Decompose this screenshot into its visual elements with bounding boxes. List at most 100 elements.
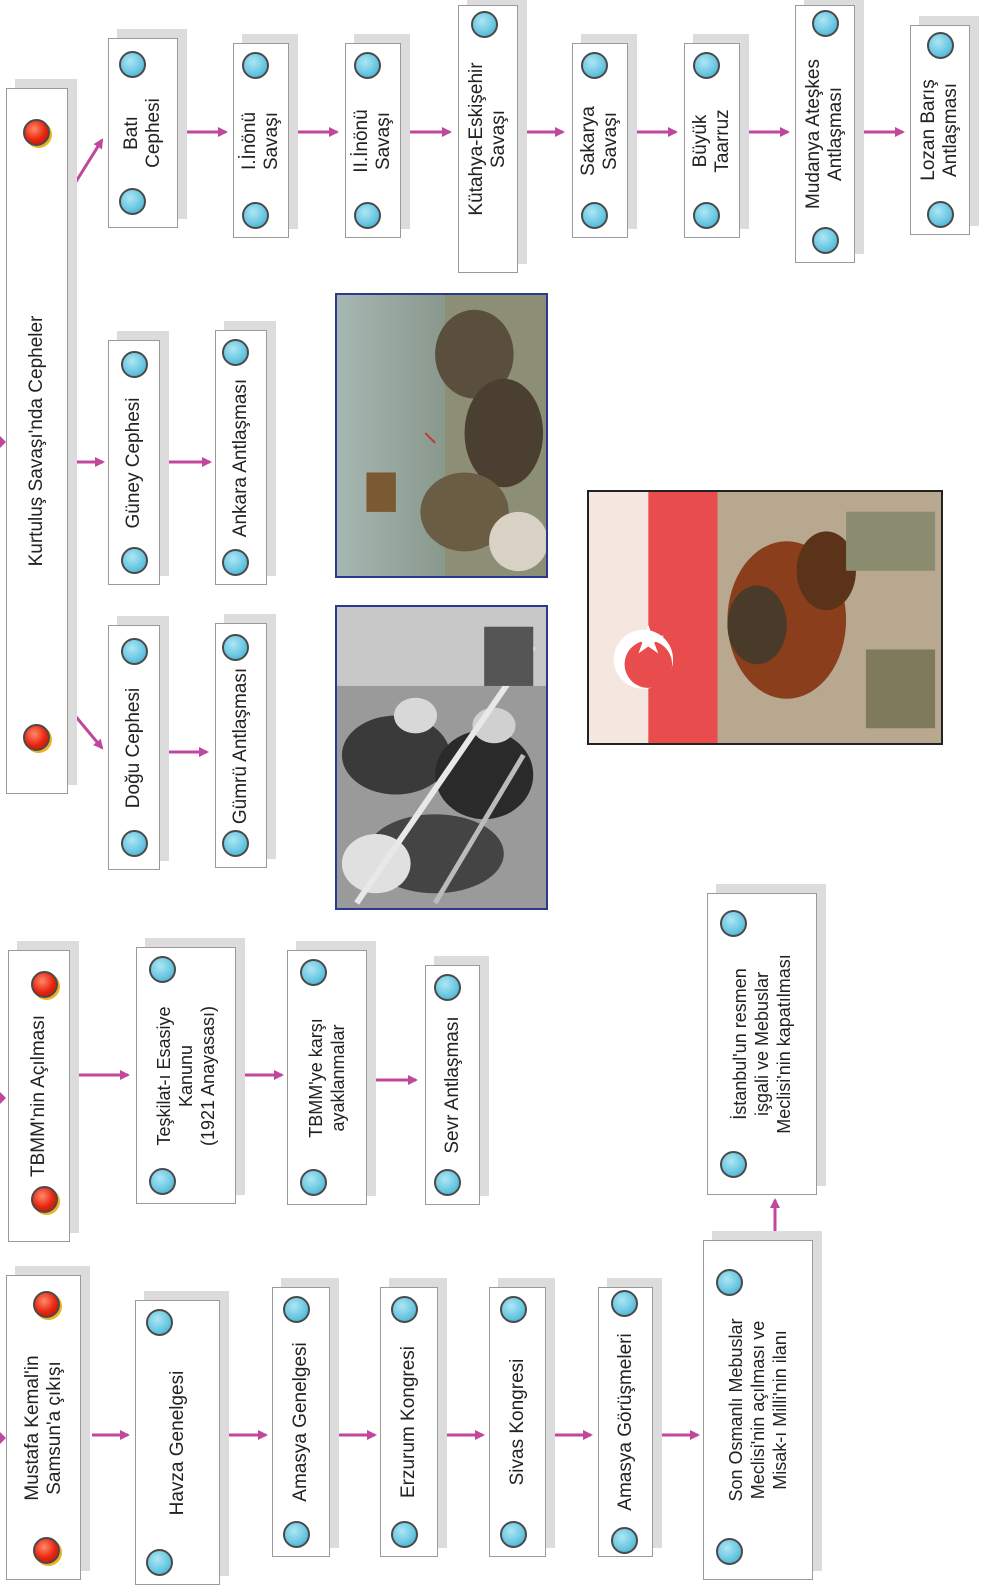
blue-dot-icon [222,339,249,366]
blue-dot-icon [354,202,381,229]
blue-dot-icon [720,1151,747,1178]
red-dot-icon [23,119,50,146]
blue-dot-icon [119,188,146,215]
blue-dot-icon [149,956,176,983]
mebuslar-label-line3: Misak-ı Milli'nin ilanı [770,1330,790,1490]
blue-dot-icon [581,202,608,229]
blue-dot-icon [716,1269,743,1296]
mebuslar-label-line1: Son Osmanlı Mebuslar [726,1318,746,1502]
blue-dot-icon [927,32,954,59]
inonu1-label-line1: I.İnönü [239,111,260,170]
mudanya-label-line1: Mudanya Ateşkes [803,59,824,209]
blue-dot-icon [146,1549,173,1576]
blue-dot-icon [611,1290,638,1317]
blue-dot-icon [222,549,249,576]
red-dot-icon [33,1537,60,1564]
sakarya-label-line2: Savaşı [600,111,621,170]
teskilat-label-line1: Teşkilat-ı Esasiye [154,1005,174,1146]
blue-dot-icon [119,51,146,78]
blue-dot-icon [391,1521,418,1548]
kutahya-label-line2: Savaşı [488,109,509,169]
blue-dot-icon [121,638,148,665]
guney-box: Güney Cephesi [108,340,160,585]
taarruz-label-line1: Büyük [690,114,711,167]
bati-label-line1: Batı [121,116,142,150]
istanbul-label-line2: işgali ve Mebuslar [752,971,772,1117]
blue-dot-icon [611,1527,638,1554]
samsun-label-line2: Samsun'a çıkışı [43,1360,65,1495]
blue-dot-icon [720,910,747,937]
sevr-label: Sevr Antlaşması [441,1016,463,1154]
havza-label: Havza Genelgesi [166,1370,188,1515]
teskilat-label-line2: Kanunu [176,1044,196,1107]
blue-dot-icon [471,11,498,38]
sivas-label: Sivas Kongresi [506,1358,528,1486]
mudanya-label-line2: Antlaşması [825,87,846,181]
erzurum-box: Erzurum Kongresi [380,1287,438,1557]
inonu2-label-line1: II.İnönü [351,108,372,173]
amasya-genelgesi-box: Amasya Genelgesi [272,1287,330,1557]
red-dot-icon [31,971,58,998]
tbmm-label: TBMM'nin Açılması [28,1015,49,1177]
blue-dot-icon [222,830,249,857]
blue-dot-icon [354,52,381,79]
blue-dot-icon [300,959,327,986]
dogu-box: Doğu Cephesi [108,625,160,870]
blue-dot-icon [391,1296,418,1323]
kurtulus-label: Kurtuluş Savaşı'nda Cepheler [26,315,47,567]
samsun-label-line1: Mustafa Kemal'in [21,1354,43,1501]
blue-dot-icon [242,52,269,79]
gumru-box: Gümrü Antlaşması [215,623,267,868]
blue-dot-icon [716,1538,743,1565]
blue-dot-icon [149,1168,176,1195]
gumru-label: Gümrü Antlaşması [230,667,251,824]
red-dot-icon [33,1291,60,1318]
blue-dot-icon [927,201,954,228]
mebuslar-label-line2: Meclisi'nin açılması ve [748,1320,768,1500]
blue-dot-icon [121,351,148,378]
blue-dot-icon [500,1521,527,1548]
arrow-kurtulus-bati [70,138,104,189]
blue-dot-icon [693,52,720,79]
ataturk-horse-flag-painting [587,490,943,745]
blue-dot-icon [121,547,148,574]
blue-dot-icon [283,1521,310,1548]
istanbul-label-line3: Meclisi'nin kapatılması [774,954,794,1134]
guney-label: Güney Cephesi [123,397,144,528]
lozan-label-line1: Lozan Barış [918,79,939,181]
dogu-label: Doğu Cephesi [123,687,144,808]
arrow-kurtulus-dogu [70,711,104,750]
blue-dot-icon [500,1296,527,1323]
inonu1-label-line2: Savaşı [261,111,282,170]
sevr-box: Sevr Antlaşması [425,965,480,1205]
lozan-label-line2: Antlaşması [940,83,961,177]
blue-dot-icon [300,1169,327,1196]
battle-painting [335,293,548,578]
bw-soldiers-photo [335,605,548,910]
inonu2-label-line2: Savaşı [373,111,394,170]
havza-box: Havza Genelgesi [135,1300,220,1585]
blue-dot-icon [222,634,249,661]
blue-dot-icon [812,227,839,254]
blue-dot-icon [121,830,148,857]
teskilat-label-line3: (1921 Anayasası) [198,1005,218,1146]
blue-dot-icon [581,52,608,79]
sakarya-label-line1: Sakarya [578,105,599,176]
sivas-box: Sivas Kongresi [489,1287,546,1557]
blue-dot-icon [693,202,720,229]
red-dot-icon [31,1186,58,1213]
ayaklanma-label-line1: TBMM'ye karşı [306,1017,326,1138]
taarruz-label-line2: Taarruz [712,108,733,173]
